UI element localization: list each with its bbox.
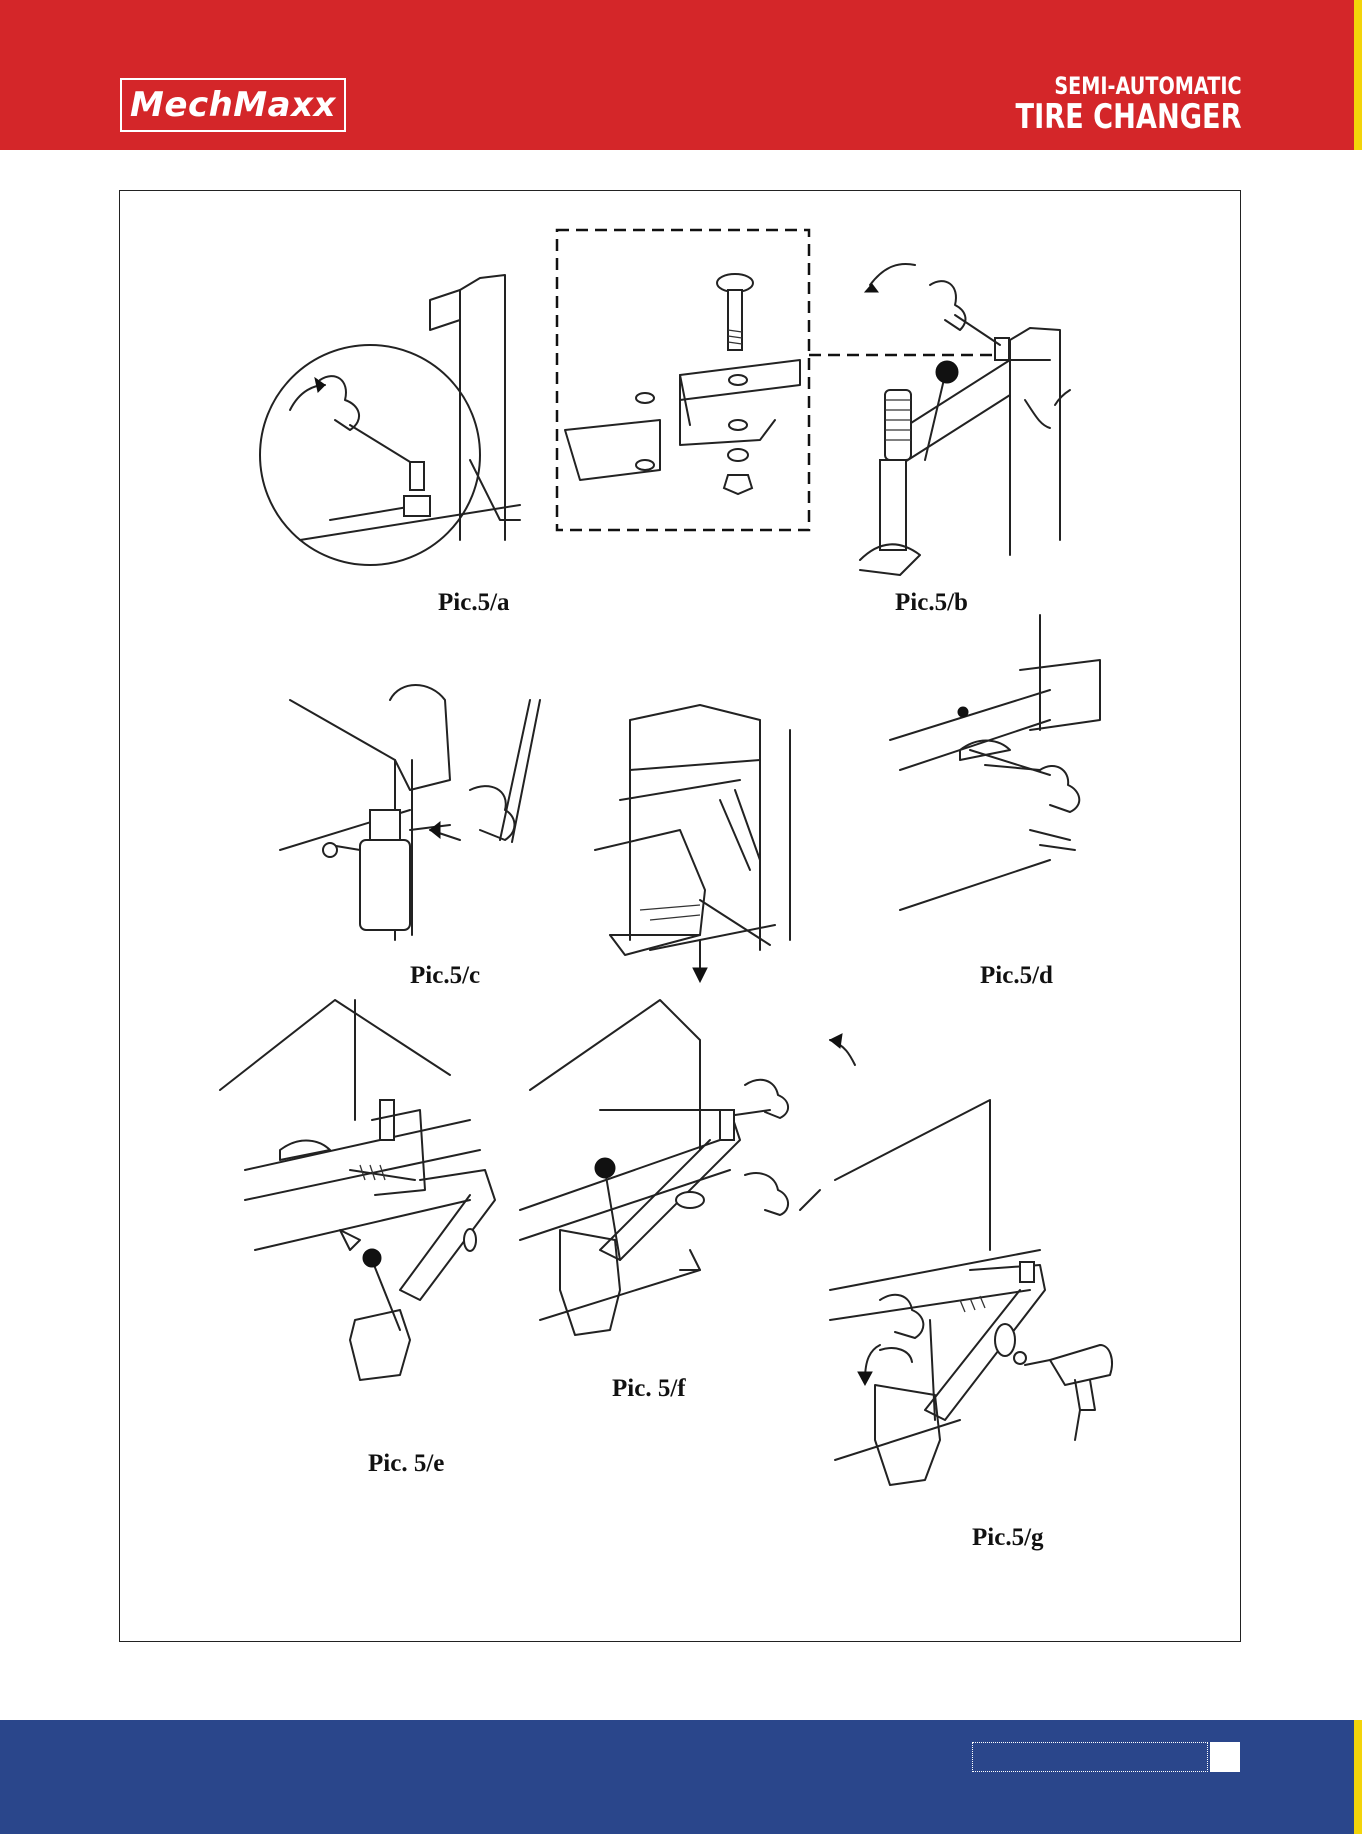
illustration-pic-5c: [280, 685, 540, 940]
caption-pic-5e: Pic. 5/e: [368, 1450, 444, 1478]
page-number-box: [1210, 1742, 1240, 1772]
page-footer: [0, 1720, 1362, 1834]
caption-pic-5b: Pic.5/b: [895, 589, 968, 617]
illustration-pic-5a: [260, 275, 520, 565]
footer-accent-strip: [1354, 1720, 1362, 1834]
illustration-pic-5g: [830, 1100, 1112, 1485]
footer-dotted-field: [972, 1742, 1208, 1772]
caption-pic-5f: Pic. 5/f: [612, 1375, 686, 1403]
detail-inset-pin: [557, 230, 1000, 530]
illustration-pic-5f: [520, 1000, 855, 1335]
caption-pic-5g: Pic.5/g: [972, 1524, 1044, 1552]
caption-pic-5d: Pic.5/d: [980, 962, 1053, 990]
illustration-pic-5b: [860, 264, 1070, 575]
caption-pic-5a: Pic.5/a: [438, 589, 510, 617]
caption-pic-5c: Pic.5/c: [410, 962, 480, 990]
illustration-pedal: [595, 705, 790, 982]
illustration-pic-5e: [220, 1000, 495, 1380]
illustration-pic-5d: [890, 615, 1100, 910]
